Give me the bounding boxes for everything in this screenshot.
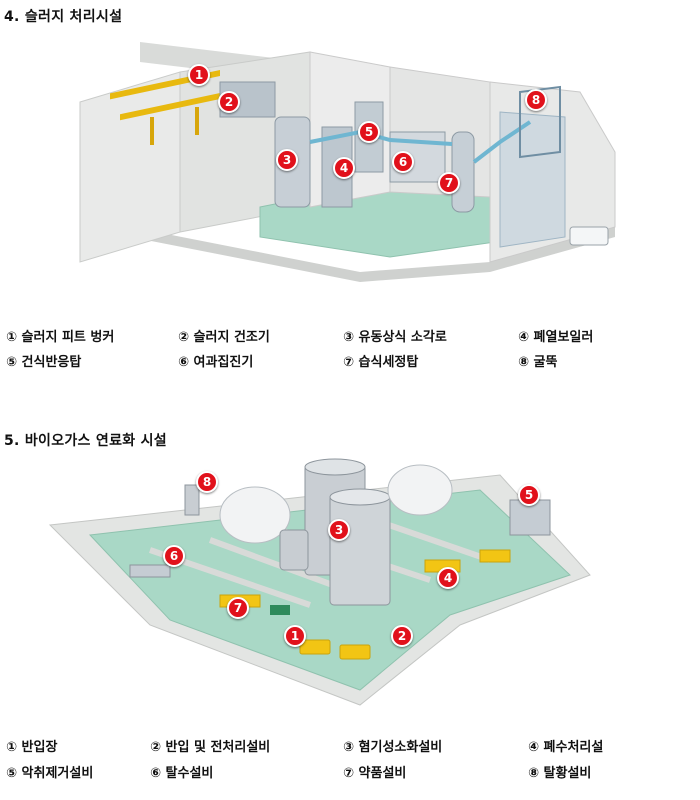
biogas-facility-drawing <box>48 458 591 706</box>
legend-item: ① 반입장 <box>6 740 58 755</box>
marker-4: 4 <box>437 567 459 589</box>
legend-item: ② 반입 및 전처리설비 <box>150 740 271 755</box>
marker-2: 2 <box>218 91 240 113</box>
legend-item: ⑥ 여과집진기 <box>178 355 254 370</box>
legend-item: ⑤ 건식반응탑 <box>6 355 82 370</box>
marker-6: 6 <box>392 151 414 173</box>
marker-8: 8 <box>525 89 547 111</box>
marker-7: 7 <box>438 172 460 194</box>
section-title-sludge: 4. 슬러지 처리시설 <box>4 9 123 25</box>
marker-8: 8 <box>196 471 218 493</box>
marker-6: 6 <box>163 545 185 567</box>
marker-4: 4 <box>333 157 355 179</box>
legend-item: ⑥ 탈수설비 <box>150 766 214 781</box>
section-title-biogas: 5. 바이오가스 연료화 시설 <box>4 433 167 449</box>
legend-item: ④ 폐열보일러 <box>518 330 594 345</box>
marker-5: 5 <box>518 484 540 506</box>
marker-7: 7 <box>227 597 249 619</box>
marker-5: 5 <box>358 121 380 143</box>
legend-item: ② 슬러지 건조기 <box>178 330 270 345</box>
marker-1: 1 <box>188 64 210 86</box>
marker-1: 1 <box>284 625 306 647</box>
sludge-facility-drawing <box>79 42 616 282</box>
legend-item: ③ 유동상식 소각로 <box>343 330 447 345</box>
legend-item: ① 슬러지 피트 벙커 <box>6 330 115 345</box>
marker-2: 2 <box>391 625 413 647</box>
legend-item: ⑦ 습식세정탑 <box>343 355 419 370</box>
marker-3: 3 <box>276 149 298 171</box>
legend-item: ④ 폐수처리설 <box>528 740 604 755</box>
sludge-facility-illustration: 1 2 3 4 5 6 7 8 <box>60 32 620 287</box>
biogas-facility-illustration: 8 5 3 6 4 7 1 2 <box>30 455 630 725</box>
marker-3: 3 <box>328 519 350 541</box>
legend-item: ⑦ 약품설비 <box>343 766 407 781</box>
legend-item: ⑧ 탈황설비 <box>528 766 592 781</box>
legend-item: ⑧ 굴뚝 <box>518 355 558 370</box>
legend-item: ⑤ 악취제거설비 <box>6 766 94 781</box>
legend-item: ③ 혐기성소화설비 <box>343 740 443 755</box>
